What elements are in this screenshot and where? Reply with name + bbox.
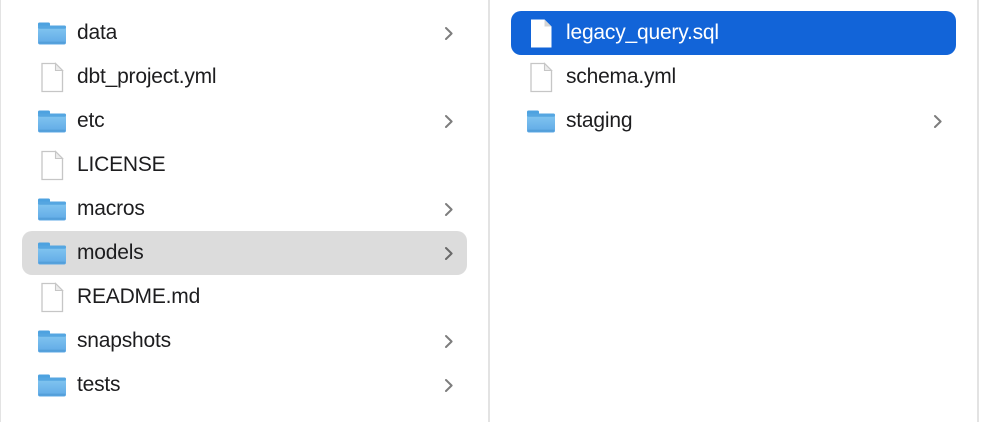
chevron-right-icon bbox=[444, 114, 454, 129]
chevron-right-icon bbox=[444, 202, 454, 217]
row-macros[interactable]: macros bbox=[22, 187, 467, 231]
row-legacy-query-sql-selected[interactable]: legacy_query.sql bbox=[511, 11, 956, 55]
row-readme-md[interactable]: README.md bbox=[22, 275, 467, 319]
item-label: data bbox=[77, 21, 118, 44]
chevron-right-icon bbox=[444, 246, 454, 261]
item-label: legacy_query.sql bbox=[566, 21, 719, 44]
chevron-right-icon bbox=[933, 114, 943, 129]
item-label: LICENSE bbox=[77, 153, 166, 176]
row-license[interactable]: LICENSE bbox=[22, 143, 467, 187]
row-snapshots[interactable]: snapshots bbox=[22, 319, 467, 363]
item-label: tests bbox=[77, 373, 121, 396]
row-tests[interactable]: tests bbox=[22, 363, 467, 407]
row-models-selected[interactable]: models bbox=[22, 231, 467, 275]
item-label: macros bbox=[77, 197, 145, 220]
row-etc[interactable]: etc bbox=[22, 99, 467, 143]
column-models-contents: legacy_query.sql schema.yml staging bbox=[490, 0, 979, 422]
item-label: etc bbox=[77, 109, 105, 132]
folder-icon bbox=[525, 105, 557, 137]
item-label: models bbox=[77, 241, 144, 264]
folder-icon bbox=[36, 369, 68, 401]
folder-icon bbox=[36, 237, 68, 269]
file-icon bbox=[36, 61, 68, 93]
item-label: dbt_project.yml bbox=[77, 65, 217, 88]
file-icon bbox=[525, 61, 557, 93]
row-staging[interactable]: staging bbox=[511, 99, 956, 143]
row-dbt-project-yml[interactable]: dbt_project.yml bbox=[22, 55, 467, 99]
item-label: snapshots bbox=[77, 329, 171, 352]
item-label: schema.yml bbox=[566, 65, 677, 88]
file-icon bbox=[525, 17, 557, 49]
folder-icon bbox=[36, 325, 68, 357]
row-schema-yml[interactable]: schema.yml bbox=[511, 55, 956, 99]
file-icon bbox=[36, 149, 68, 181]
folder-icon bbox=[36, 193, 68, 225]
file-icon bbox=[36, 281, 68, 313]
chevron-right-icon bbox=[444, 378, 454, 393]
chevron-right-icon bbox=[444, 334, 454, 349]
folder-icon bbox=[36, 105, 68, 137]
item-label: README.md bbox=[77, 285, 201, 308]
column-parent: data dbt_project.yml etc bbox=[0, 0, 490, 422]
chevron-right-icon bbox=[444, 26, 454, 41]
folder-icon bbox=[36, 17, 68, 49]
row-data[interactable]: data bbox=[22, 11, 467, 55]
item-label: staging bbox=[566, 109, 633, 132]
